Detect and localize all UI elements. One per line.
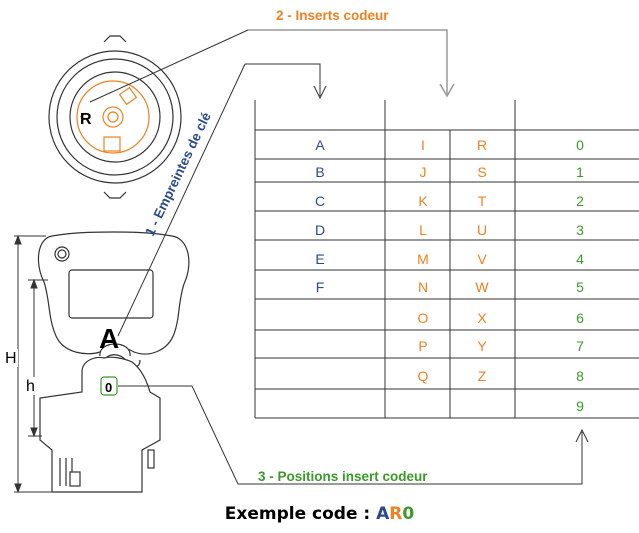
position-cell: 4 <box>576 251 584 267</box>
key-body <box>37 231 190 493</box>
leader-lines <box>89 29 589 485</box>
example-part-position: 0 <box>402 504 415 524</box>
insert-cell-col2: X <box>477 310 487 326</box>
dimension-h: h <box>26 378 35 395</box>
dim-h-bg <box>4 349 18 367</box>
position-cell: 6 <box>576 310 584 326</box>
key-print-cell: B <box>315 164 324 180</box>
insert-cell-col1: Q <box>418 368 429 384</box>
connector-top-view <box>48 35 182 199</box>
dim-h2-bg <box>24 377 38 395</box>
label-coder-inserts: 2 - Inserts codeur <box>276 8 389 23</box>
code-table-grid <box>254 100 639 419</box>
key-print-cell: C <box>315 193 325 209</box>
insert-cell-col1: P <box>418 338 427 354</box>
insert-letter-r: R <box>80 111 92 128</box>
insert-cell-col2: Y <box>477 338 487 354</box>
insert-cell-col1: M <box>417 251 429 267</box>
insert-cell-col2: S <box>477 164 486 180</box>
insert-cell-col2: U <box>477 222 487 238</box>
insert-cell-col2: R <box>477 137 487 153</box>
insert-cell-col2: W <box>475 279 489 295</box>
position-cell: 3 <box>576 222 584 238</box>
example-part-key: A <box>376 504 390 524</box>
insert-cell-col1: O <box>418 310 429 326</box>
position-digit-0: 0 <box>105 380 112 395</box>
insert-cell-col1: L <box>419 222 427 238</box>
key-letter-a: A <box>99 323 119 354</box>
example-prefix: Exemple code : <box>224 504 377 524</box>
insert-cell-col1: J <box>420 164 427 180</box>
key-print-cell: D <box>315 222 325 238</box>
key-print-cell: F <box>316 279 325 295</box>
key-print-cell: A <box>315 137 325 153</box>
position-cell: 9 <box>576 398 584 414</box>
key-print-cell: E <box>315 251 324 267</box>
insert-cell-col2: T <box>478 193 487 209</box>
label-insert-positions: 3 - Positions insert codeur <box>258 469 428 484</box>
insert-cell-col1: I <box>421 137 425 153</box>
position-cell: 0 <box>576 137 584 153</box>
dimension-H: H <box>5 350 17 367</box>
position-cell: 1 <box>576 164 584 180</box>
insert-cell-col1: N <box>418 279 428 295</box>
position-cell: 5 <box>576 279 584 295</box>
example-part-insert: R <box>389 504 403 524</box>
insert-cell-col2: V <box>477 251 487 267</box>
insert-cell-col1: K <box>418 193 428 209</box>
example-code: Exemple code : AR0 <box>0 504 639 524</box>
position-cell: 2 <box>576 193 584 209</box>
position-cell: 8 <box>576 368 584 384</box>
insert-cell-col2: Z <box>478 368 487 384</box>
position-cell: 7 <box>576 338 584 354</box>
